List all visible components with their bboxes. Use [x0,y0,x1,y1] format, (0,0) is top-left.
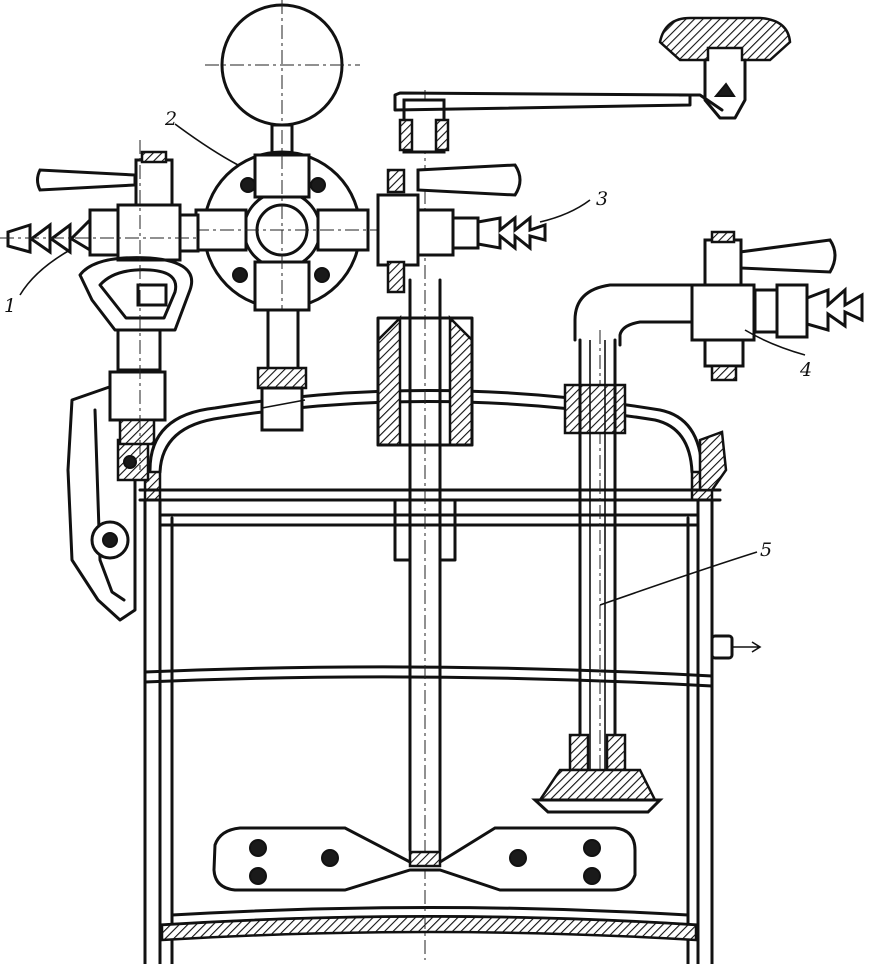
left-lid-clamp [66,382,152,622]
right-lid-clamp [698,430,728,492]
safety-valve [376,163,547,294]
callout-3: 3 [596,188,608,210]
paint-outlet-valve [573,230,864,800]
crank-knob[interactable] [658,16,792,62]
crank-handle [393,16,792,154]
callout-leaders [19,123,806,606]
drain-fitting [710,634,734,660]
callout-1: 1 [4,295,16,317]
inlet-valve-handle[interactable] [36,168,137,192]
tank-body [143,498,762,964]
outlet-valve-handle[interactable] [738,238,837,274]
agitator-paddle [212,826,637,892]
air-inlet-valve [0,140,200,470]
callout-2: 2 [164,108,177,130]
siphon-tube [531,338,664,814]
agitator [212,90,637,960]
tank-lid [138,389,728,502]
callout-4: 4 [799,359,812,381]
callout-5: 5 [760,539,772,561]
inlet-hose-nipple [6,216,92,255]
safety-valve-nipple [476,214,547,252]
pressure-regulator [170,0,385,432]
safety-valve-handle[interactable] [416,163,522,197]
outlet-hose-nipple [805,286,864,332]
